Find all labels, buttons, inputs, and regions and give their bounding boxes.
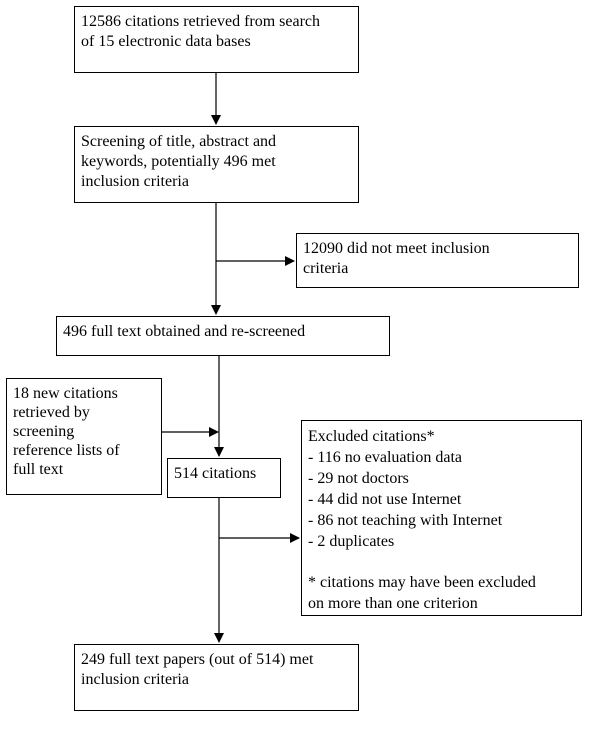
search-line-1: 12586 citations retrieved from search (81, 13, 321, 30)
citations-514-line-1: 514 citations (174, 465, 257, 482)
excluded-line-5: - 86 not teaching with Internet (308, 512, 503, 529)
new-citations-box: 18 new citations retrieved by screening … (6, 378, 162, 495)
screening-box: Screening of title, abstract and keyword… (74, 126, 359, 203)
new-citations-line-5: full text (13, 461, 64, 478)
excluded-spacer (308, 552, 575, 572)
final-line-1: 249 full text papers (out of 514) met (81, 651, 314, 668)
new-citations-line-2: retrieved by (13, 404, 90, 421)
excluded-line-4: - 44 did not use Internet (308, 491, 462, 508)
not-met-line-2: criteria (303, 260, 349, 277)
excluded-note-line-1: * citations may have been excluded (308, 574, 536, 591)
screening-line-1: Screening of title, abstract and (81, 133, 277, 150)
new-citations-line-1: 18 new citations (13, 385, 118, 402)
final-line-2: inclusion criteria (81, 671, 189, 688)
full-text-box: 496 full text obtained and re-screened (56, 316, 390, 356)
screening-line-3: inclusion criteria (81, 173, 189, 190)
excluded-box: Excluded citations* - 116 no evaluation … (301, 420, 582, 616)
new-citations-line-3: screening (13, 423, 75, 440)
citations-514-box: 514 citations (167, 458, 281, 498)
excluded-line-6: - 2 duplicates (308, 533, 395, 550)
excluded-note-line-2: on more than one criterion (308, 595, 478, 612)
screening-line-2: keywords, potentially 496 met (81, 153, 276, 170)
final-box: 249 full text papers (out of 514) met in… (74, 644, 359, 711)
excluded-line-2: - 116 no evaluation data (308, 449, 463, 466)
search-line-2: of 15 electronic data bases (81, 33, 251, 50)
full-text-line-1: 496 full text obtained and re-screened (63, 323, 306, 340)
search-box: 12586 citations retrieved from search of… (74, 6, 359, 73)
excluded-line-1: Excluded citations* (308, 428, 435, 445)
new-citations-line-4: reference lists of (13, 442, 120, 459)
excluded-line-3: - 29 not doctors (308, 470, 409, 487)
not-met-line-1: 12090 did not meet inclusion (303, 240, 490, 257)
not-met-box: 12090 did not meet inclusion criteria (296, 233, 579, 288)
